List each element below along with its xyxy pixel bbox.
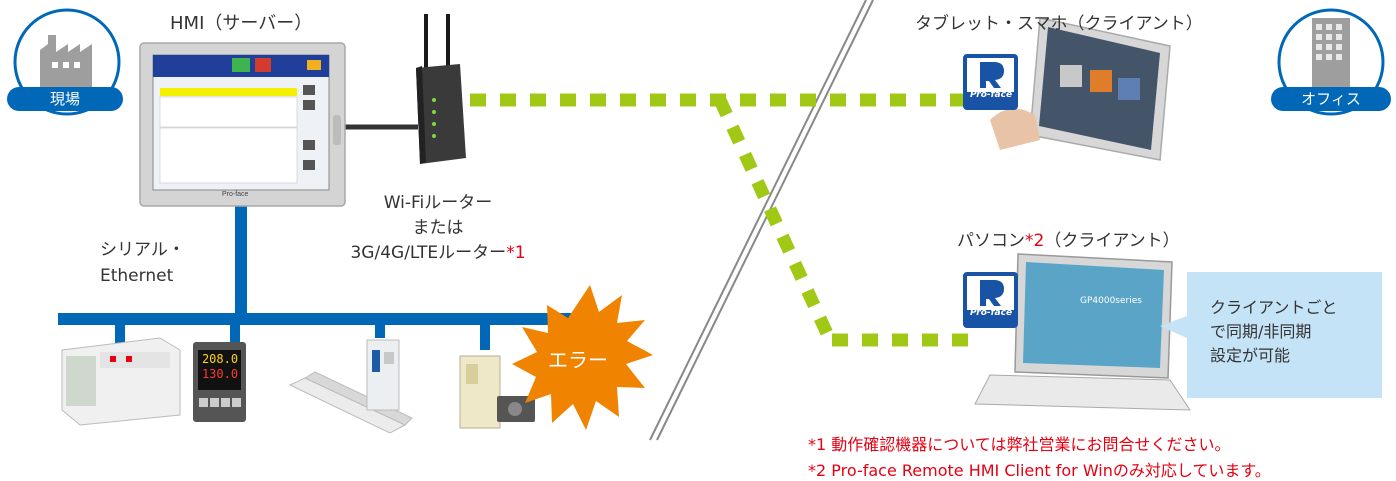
office-badge-label: オフィス [1301,90,1361,108]
bubble-line2: で同期/非同期 [1210,322,1312,341]
hmi-label: HMI（サーバー） [170,13,313,34]
pc-label: パソコン*2（クライアント） [957,226,1180,251]
bubble-text: クライアントごと で同期/非同期 設定が可能 [1210,296,1337,368]
router-label-line2: または [412,218,464,238]
bus-label: シリアル・ Ethernet [100,237,185,289]
router-label-line3-main: 3G/4G/LTEルーター [350,243,507,263]
wireless-link-branch [714,97,836,343]
hmi-device [139,42,346,207]
pc-label-main: パソコン [957,231,1025,251]
footnote-2: *2 Pro-face Remote HMI Client for Winのみ対… [808,461,1271,480]
proface-logo-text-tablet: Pro-face [969,90,1013,100]
bus-label-line1: シリアル・ [100,240,185,260]
field-bus [58,200,588,350]
router-label-note-ref: *1 [506,243,526,263]
linear-actuator [288,371,413,434]
bus-label-line2: Ethernet [100,266,174,286]
divider-line-b [656,0,874,441]
controller-display-bottom: 130.0 [201,367,239,381]
plc-device [61,337,181,426]
site-badge-label: 現場 [49,90,80,108]
bubble-line1: クライアントごと [1210,298,1338,317]
controller-display-top: 208.0 [201,352,239,366]
tablet-label: タブレット・スマホ（クライアント） [915,14,1203,34]
error-label: エラー [548,348,608,372]
proface-logo-tablet [963,54,1018,110]
site-badge [7,8,123,116]
tablet-device [990,17,1171,161]
error-burst [512,285,653,430]
pc-label-note-ref: *2 [1025,231,1045,251]
proface-logo-laptop [963,272,1018,328]
router-label-line1: Wi-Fiルーター [383,193,493,213]
info-bubble [1160,272,1382,398]
wireless-links [470,93,975,347]
proface-logo-text-laptop: Pro-face [969,308,1013,318]
servo-amplifier [366,339,400,411]
servo-drive-motor [459,355,535,429]
router-device [416,14,466,164]
laptop-screen-text: GP4000series [1080,296,1142,306]
router-label: Wi-Fiルーター または 3G/4G/LTEルーター*1 [348,191,528,266]
laptop-device [974,253,1191,411]
divider-line-a [649,0,867,441]
temperature-controller [193,342,246,422]
footnote-1: *1 動作確認機器については弊社営業にお問合せください。 [808,435,1231,454]
bubble-line3: 設定が可能 [1210,346,1291,365]
router-label-line3: 3G/4G/LTEルーター*1 [348,241,528,266]
hmi-brand: Pro-face [222,191,249,198]
pc-label-suffix: （クライアント） [1044,231,1180,251]
controller-display: 208.0 130.0 [200,352,240,382]
office-badge [1271,8,1391,116]
